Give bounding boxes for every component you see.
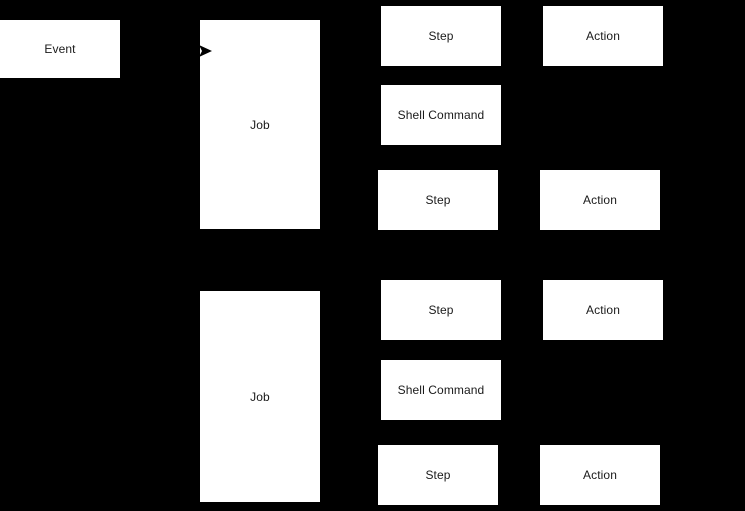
node-step-4[interactable]: Step bbox=[378, 445, 498, 505]
node-job-2[interactable]: Job bbox=[200, 291, 320, 502]
node-label-action-2: Action bbox=[583, 193, 617, 207]
node-job-1[interactable]: Job bbox=[200, 20, 320, 229]
node-label-action-4: Action bbox=[583, 468, 617, 482]
node-label-step-3: Step bbox=[428, 303, 454, 317]
node-label-event: Event bbox=[44, 42, 76, 56]
node-step-3[interactable]: Step bbox=[381, 280, 501, 340]
node-label-action-3: Action bbox=[586, 303, 620, 317]
node-label-job-2: Job bbox=[250, 389, 270, 404]
node-label-action-1: Action bbox=[586, 29, 620, 43]
node-label-step-2: Step bbox=[425, 193, 451, 207]
node-action-2[interactable]: Action bbox=[540, 170, 660, 230]
node-label-job-1: Job bbox=[250, 117, 270, 132]
node-action-3[interactable]: Action bbox=[543, 280, 663, 340]
node-step-2[interactable]: Step bbox=[378, 170, 498, 230]
node-shell-command-2[interactable]: Shell Command bbox=[381, 360, 501, 420]
node-shell-command-1[interactable]: Shell Command bbox=[381, 85, 501, 145]
node-step-1[interactable]: Step bbox=[381, 6, 501, 66]
node-action-4[interactable]: Action bbox=[540, 445, 660, 505]
node-label-shell-command-2: Shell Command bbox=[397, 383, 485, 397]
node-event[interactable]: Event bbox=[0, 20, 120, 78]
node-action-1[interactable]: Action bbox=[543, 6, 663, 66]
node-label-step-4: Step bbox=[425, 468, 451, 482]
node-label-shell-command-1: Shell Command bbox=[397, 108, 485, 122]
node-label-step-1: Step bbox=[428, 29, 454, 43]
